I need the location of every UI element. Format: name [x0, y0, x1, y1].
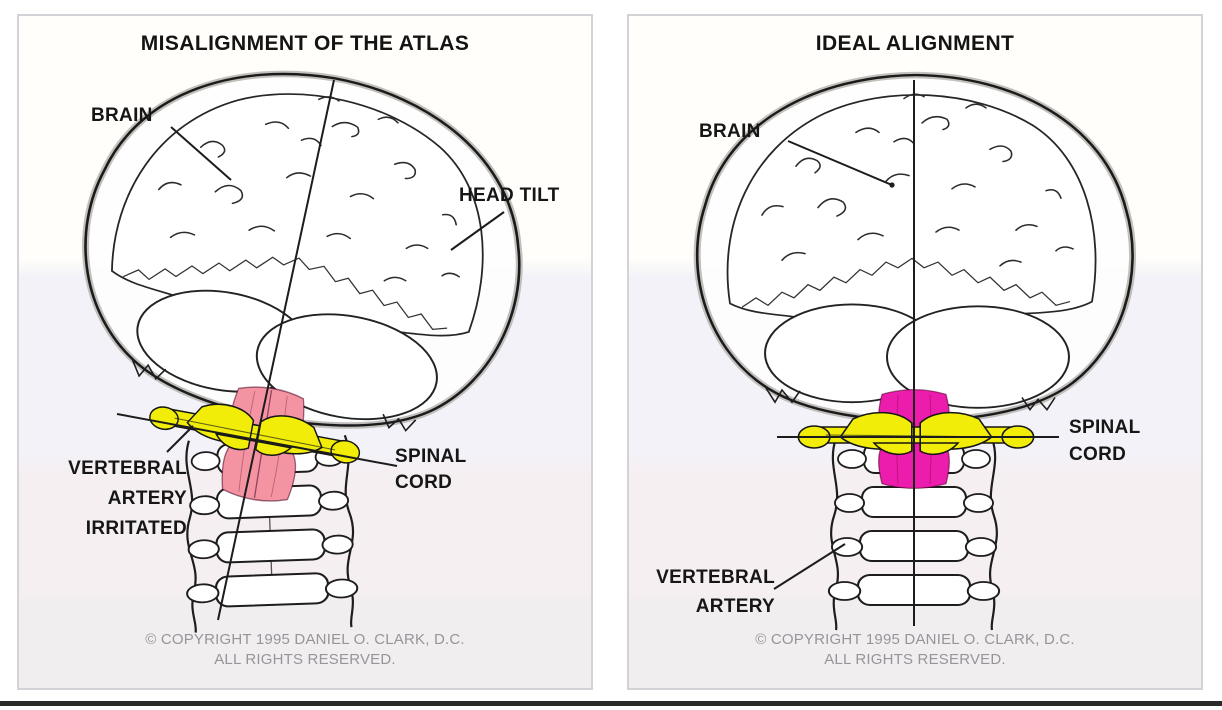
aligned-skull-illustration — [627, 14, 1203, 632]
atlas-plane-line — [116, 413, 398, 467]
label-vertebral-artery-irritated: VERTEBRAL ARTERY IRRITATED — [53, 454, 187, 544]
panel-misalignment: MISALIGNMENT OF THE ATLAS BRAIN HEAD TIL… — [17, 14, 593, 690]
brain-leader-dot — [889, 182, 895, 188]
copyright-notice: © COPYRIGHT 1995 DANIEL O. CLARK, D.C. A… — [19, 630, 591, 670]
panel-ideal-alignment: IDEAL ALIGNMENT BRAIN SPINAL CORD VERTEB… — [627, 14, 1203, 690]
label-line: ARTERY — [107, 488, 187, 509]
head-tilt-leader-line — [450, 211, 505, 251]
label-spinal-cord: SPINAL CORD — [1069, 414, 1140, 468]
label-line: SPINAL — [1069, 417, 1141, 438]
label-head-tilt: HEAD TILT — [459, 185, 560, 206]
label-line: SPINAL — [395, 446, 467, 467]
copyright-line: ALL RIGHTS RESERVED. — [824, 651, 1006, 668]
label-spinal-cord: SPINAL CORD — [395, 444, 466, 496]
copyright-notice: © COPYRIGHT 1995 DANIEL O. CLARK, D.C. A… — [629, 630, 1201, 670]
label-vertebral-artery: VERTEBRAL ARTERY — [641, 563, 775, 621]
label-brain: BRAIN — [91, 105, 153, 126]
label-line: VERTEBRAL — [68, 458, 187, 479]
head-tilt-line — [217, 79, 335, 621]
label-brain: BRAIN — [699, 121, 761, 142]
bottom-border-line — [0, 701, 1222, 706]
panel-title-ideal: IDEAL ALIGNMENT — [815, 32, 1015, 55]
label-line: CORD — [1069, 444, 1127, 465]
brain-leader-line — [787, 140, 893, 186]
vertebral-artery-leader-line — [166, 425, 194, 453]
label-line: CORD — [395, 472, 453, 493]
copyright-line: © COPYRIGHT 1995 DANIEL O. CLARK, D.C. — [755, 631, 1075, 648]
misaligned-skull-illustration — [17, 14, 593, 634]
label-line: IRRITATED — [85, 518, 187, 539]
copyright-line: © COPYRIGHT 1995 DANIEL O. CLARK, D.C. — [145, 631, 465, 648]
label-line: ARTERY — [695, 596, 775, 617]
copyright-line: ALL RIGHTS RESERVED. — [214, 651, 396, 668]
vertebral-artery-leader-line — [773, 543, 846, 590]
brain-leader-line — [170, 126, 232, 181]
panel-title-misalignment: MISALIGNMENT OF THE ATLAS — [140, 32, 470, 55]
label-line: VERTEBRAL — [656, 567, 775, 588]
